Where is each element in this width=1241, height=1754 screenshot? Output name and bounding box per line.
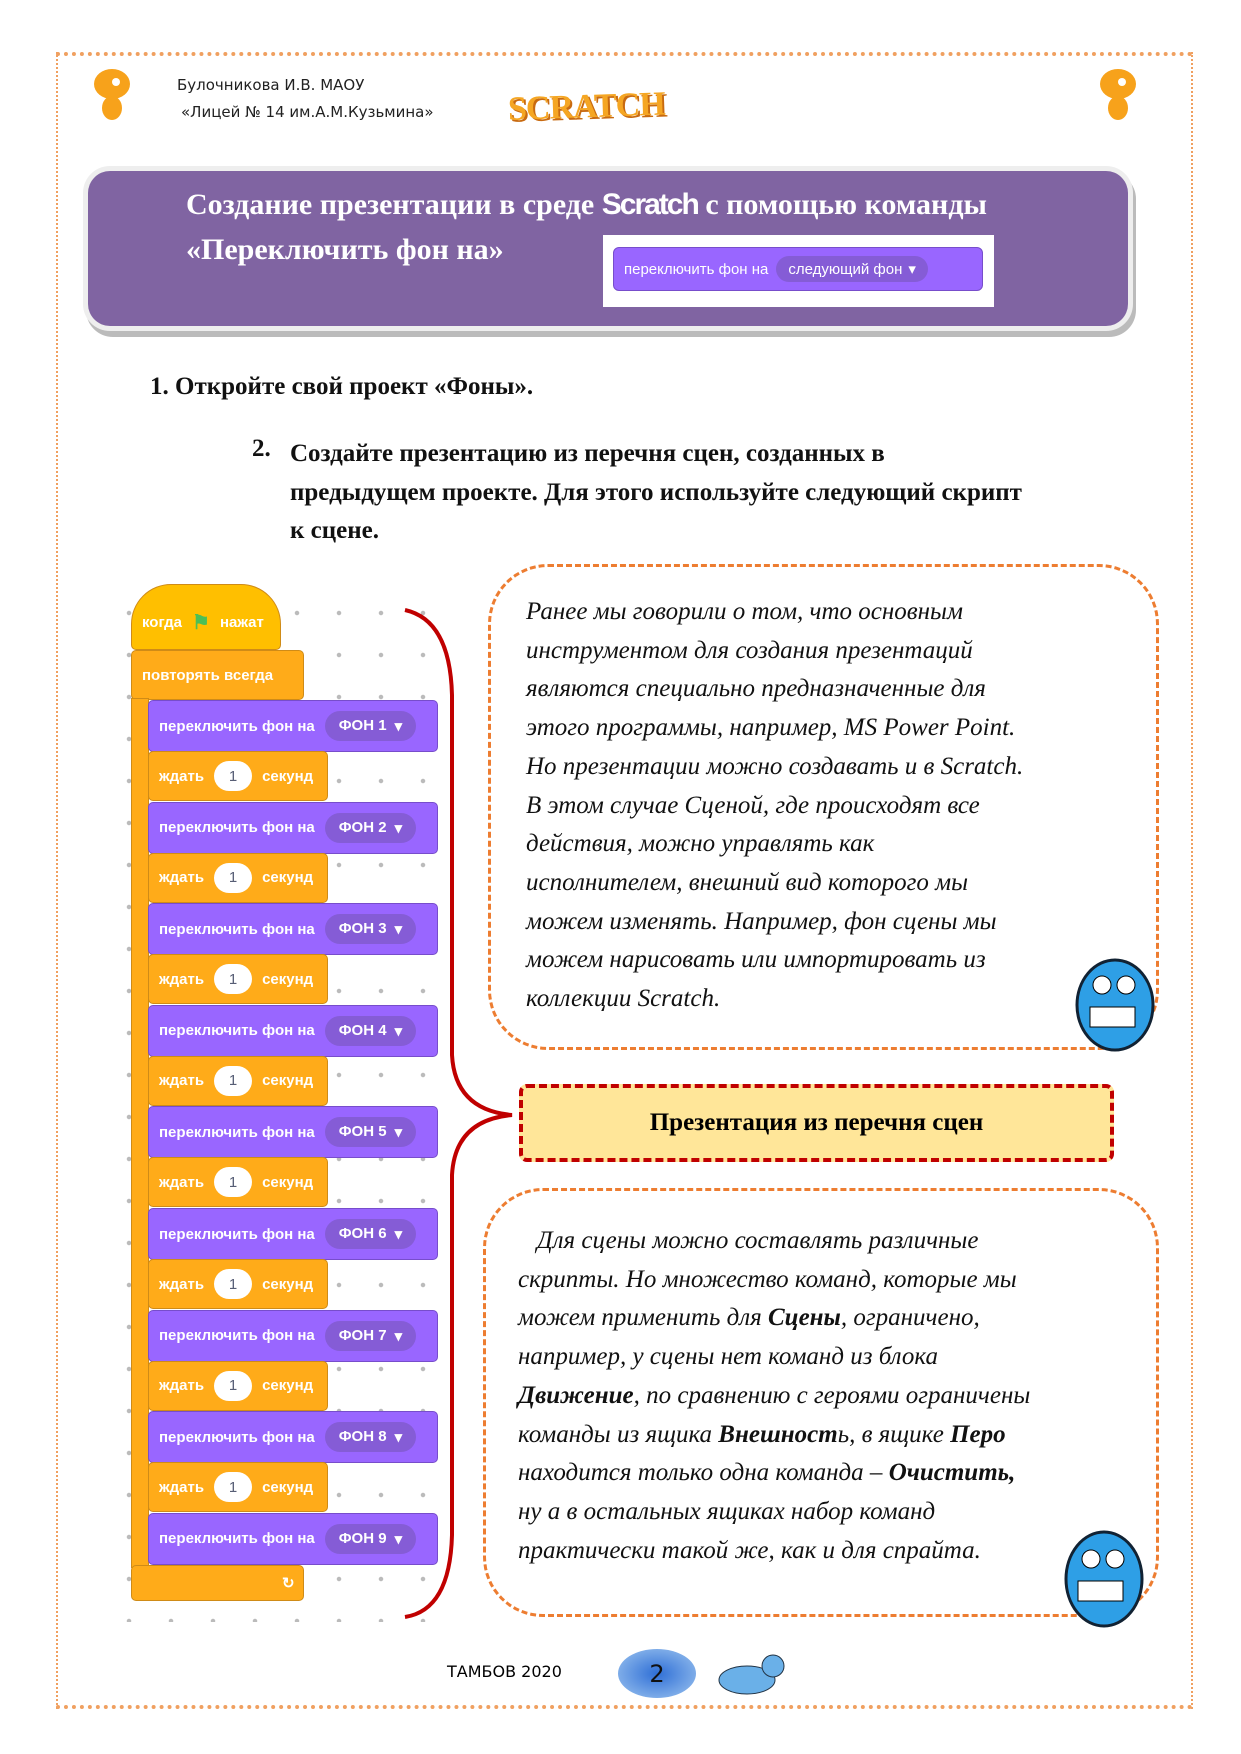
- school-text: «Лицей № 14 им.А.М.Кузьмина»: [181, 103, 434, 121]
- green-flag-icon: ⚑: [192, 611, 210, 634]
- info-text-2: Для сцены можно составлять различные скри…: [518, 1222, 1030, 1570]
- info-box-2: [483, 1188, 1159, 1617]
- info-line: Ранее мы говорили о том, что основным: [526, 598, 963, 625]
- page-subtitle: «Переключить фон на»: [186, 233, 504, 266]
- info-line: Но презентации можно создавать и в Scrat…: [526, 752, 1024, 780]
- info-line: являются специально предназначенные для: [526, 675, 986, 703]
- info-line: ну а в остальных ящиках набор команд: [518, 1497, 936, 1525]
- info-line: находится только одна команда – Очистить…: [518, 1459, 1016, 1487]
- page-border: [56, 52, 1193, 1709]
- info-text-1: Ранее мы говорили о том, что основным инс…: [526, 593, 1023, 1019]
- page-number: 2: [618, 1649, 696, 1698]
- scratch-cat-icon: [1100, 69, 1136, 120]
- step-1: 1. Откройте свой проект «Фоны».: [150, 373, 534, 400]
- info-line: можем нарисовать или импортировать из: [526, 946, 986, 974]
- info-box-1: [488, 564, 1159, 1050]
- info-line: коллекции Scratch.: [526, 985, 721, 1013]
- page-title: Создание презентации в среде Scratch с п…: [186, 188, 987, 221]
- info-line: команды из ящика Внешность, в ящике Перо: [518, 1420, 1006, 1448]
- monster-icon: [1064, 1530, 1144, 1628]
- info-line: можем изменять. Например, фон сцены мы: [526, 907, 997, 935]
- step-2-text: Создайте презентацию из перечня сцен, со…: [290, 440, 1022, 544]
- forever-arm[interactable]: [131, 698, 149, 1568]
- footer-city: ТАМБОВ 2020: [447, 1662, 562, 1681]
- info-line: например, у сцены нет команд из блока: [518, 1343, 938, 1371]
- info-line: инструментом для создания презентаций: [526, 636, 973, 664]
- info-line: практически такой же, как и для спрайта.: [518, 1536, 981, 1564]
- info-line: Движение, по сравнению с героями огранич…: [518, 1381, 1031, 1409]
- author-text: Булочникова И.В. МАОУ: [177, 76, 365, 94]
- info-line: можем применить для Сцены, ограничено,: [518, 1304, 980, 1332]
- bracket: [404, 608, 513, 1619]
- scratch-logo: SCRATCH: [507, 85, 666, 128]
- step-2-number: 2.: [252, 435, 271, 462]
- when-flag-clicked-block[interactable]: когда⚑нажат: [131, 584, 281, 650]
- info-line: этого программы, например, MS Power Poin…: [526, 714, 1016, 742]
- callout-label: Презентация из перечня сцен: [519, 1084, 1114, 1162]
- info-line: исполнителем, внешний вид которого мы: [526, 868, 969, 896]
- info-line: действия, можно управлять как: [526, 830, 875, 858]
- forever-end[interactable]: ↻: [131, 1565, 304, 1601]
- info-line: В этом случае Сценой, где происходят все: [526, 791, 980, 819]
- monster-icon: [1075, 958, 1155, 1052]
- info-line: Для сцены можно составлять различные: [518, 1227, 979, 1254]
- info-line: скрипты. Но множество команд, которые мы: [518, 1265, 1017, 1293]
- scratch-cat-icon: [94, 69, 130, 120]
- dog-icon: [718, 1654, 785, 1695]
- forever-block[interactable]: повторять всегда: [131, 650, 304, 700]
